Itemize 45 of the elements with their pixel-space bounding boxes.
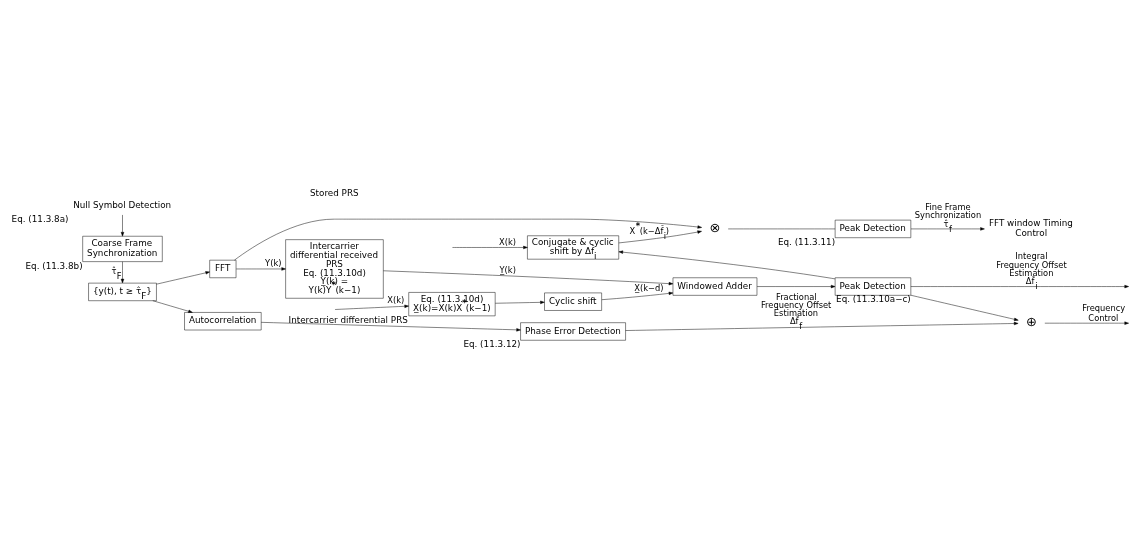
arrow [625,321,1019,331]
node-text: ⊕ [1026,314,1037,330]
node-text: FFT window Timing Control [988,218,1073,238]
arrow [234,218,702,261]
node-label: Eq. (11.3.11) [777,236,836,247]
arrow [156,271,210,285]
arrow [601,291,674,300]
arrow [334,304,409,310]
arrow [1044,321,1129,325]
edge-label: Y̲(k) [499,264,516,275]
arrow [383,270,674,286]
edge-label: X̲(k−d) [634,282,664,293]
arrow [910,295,1019,321]
node-box: Autocorrelation [184,312,262,331]
edge-label: Y(k) [265,258,282,269]
node-box: Cyclic shift [544,292,602,311]
node-box: Peak Detection [834,277,912,296]
arrow [618,250,836,280]
arrow [495,300,545,304]
arrow [452,245,528,250]
edge-label: X(k) [387,295,405,306]
node-box: Windowed Adder [672,277,758,296]
node-label: Eq. (11.3.8a) [11,213,69,224]
arrow [120,214,125,237]
arrow [910,284,1129,289]
label: Stored PRS [310,187,359,198]
arrow [261,322,521,332]
node-label: Eq. (11.3.12) [463,339,521,350]
node-box: Peak Detection [834,219,912,238]
arrow [618,230,702,244]
arrow [120,261,125,284]
arrow [236,267,286,271]
arrow [152,300,193,313]
node-label: Intercarrier differential PRS [288,314,408,325]
edge-label: X(k) [499,236,517,247]
node-box: Phase Error Detection [520,322,626,341]
node-box: FFT [209,259,237,278]
arrow [910,227,985,231]
node-text: Null Symbol Detection [73,200,172,211]
arrow [756,284,836,289]
edge-label: Frequency Control [1082,303,1126,323]
node-text: ⊗ [709,219,721,235]
node-label: Eq. (11.3.10a−c) [836,294,911,305]
node-box: Coarse Frame Synchronization [82,236,163,262]
node-label: Eq. (11.3.8b) [25,260,83,271]
